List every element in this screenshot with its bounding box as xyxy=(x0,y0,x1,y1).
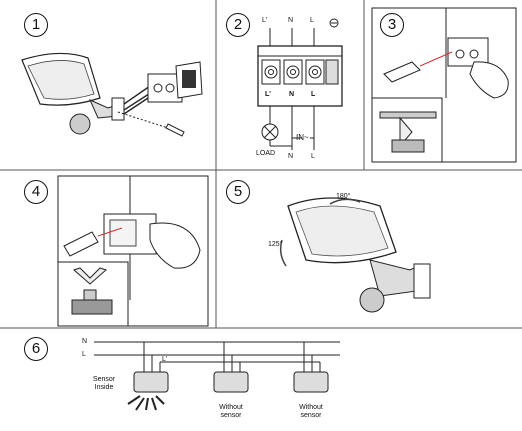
step-3-number: 3 xyxy=(380,13,404,37)
load-label: LOAD xyxy=(256,150,276,157)
terminal-label-l: L xyxy=(311,91,316,98)
l-prime-label: L' xyxy=(162,356,168,363)
step-6-number: 6 xyxy=(24,337,48,361)
without-sensor-label-1: Without sensor xyxy=(219,404,243,419)
top-label-n: N xyxy=(288,17,294,24)
line-l-label: L xyxy=(82,351,86,358)
terminal-label-l-prime: L' xyxy=(265,91,271,98)
step-5-number: 5 xyxy=(226,180,250,204)
in-label: IN~ xyxy=(296,133,309,142)
bottom-label-l: L xyxy=(311,153,315,160)
without-sensor-label-2: Without sensor xyxy=(299,404,323,419)
terminal-label-n: N xyxy=(289,91,295,98)
sensor-inside-label: Sensor Inside xyxy=(92,376,116,391)
line-n-label: N xyxy=(82,338,88,345)
top-label-l: L xyxy=(310,17,314,24)
angle-180-label: 180° xyxy=(336,193,351,200)
step-2-number: 2 xyxy=(226,13,250,37)
top-label-l-prime: L' xyxy=(262,17,268,24)
step-4-number: 4 xyxy=(24,180,48,204)
angle-125-label: 125° xyxy=(268,241,283,248)
step-1-number: 1 xyxy=(24,13,48,37)
bottom-label-n: N xyxy=(288,153,294,160)
